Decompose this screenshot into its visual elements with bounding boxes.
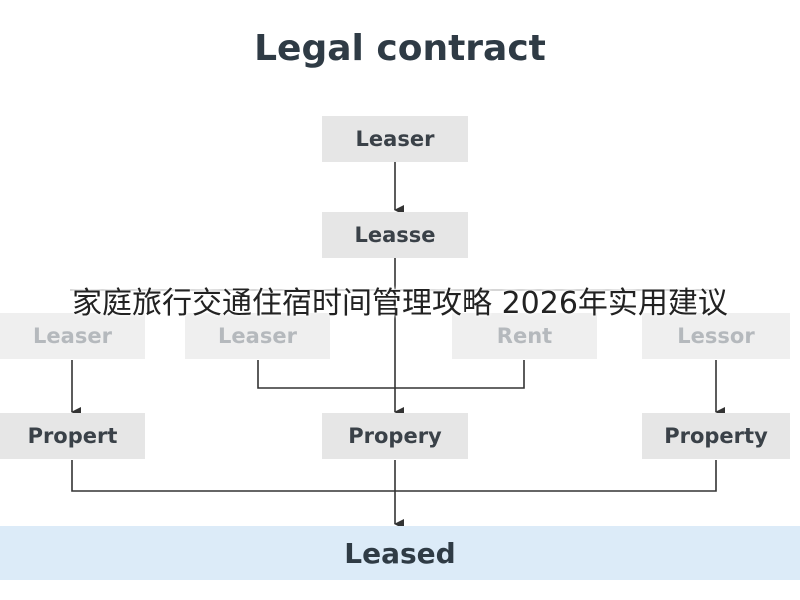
bracket-leaser-rent bbox=[257, 360, 525, 389]
node-row1-2-label: Leaser bbox=[218, 324, 297, 348]
node-row2-center: Propery bbox=[322, 413, 468, 459]
node-row2-left-label: Propert bbox=[27, 424, 118, 448]
node-second: Leasse bbox=[322, 212, 468, 258]
node-top: Leaser bbox=[322, 116, 468, 162]
node-result-label: Leased bbox=[344, 536, 456, 570]
node-row1-4-label: Lessor bbox=[677, 324, 755, 348]
diagram-title: Legal contract bbox=[254, 28, 546, 69]
node-row2-right-label: Property bbox=[664, 424, 768, 448]
node-row1-2: Leaser bbox=[185, 313, 330, 359]
node-row1-1: Leaser bbox=[0, 313, 145, 359]
node-row2-center-label: Propery bbox=[348, 424, 442, 448]
node-result: Leased bbox=[0, 526, 800, 580]
node-row1-4: Lessor bbox=[642, 313, 790, 359]
bracket-bottom bbox=[71, 460, 717, 492]
node-row1-1-label: Leaser bbox=[33, 324, 112, 348]
node-top-label: Leaser bbox=[355, 127, 435, 151]
overlay-caption: 家庭旅行交通住宿时间管理攻略 2026年实用建议 bbox=[72, 286, 728, 321]
node-second-label: Leasse bbox=[354, 223, 436, 247]
node-row2-left: Propert bbox=[0, 413, 145, 459]
node-row1-3-label: Rent bbox=[496, 324, 553, 348]
node-row2-right: Property bbox=[642, 413, 790, 459]
node-row1-3: Rent bbox=[452, 313, 597, 359]
